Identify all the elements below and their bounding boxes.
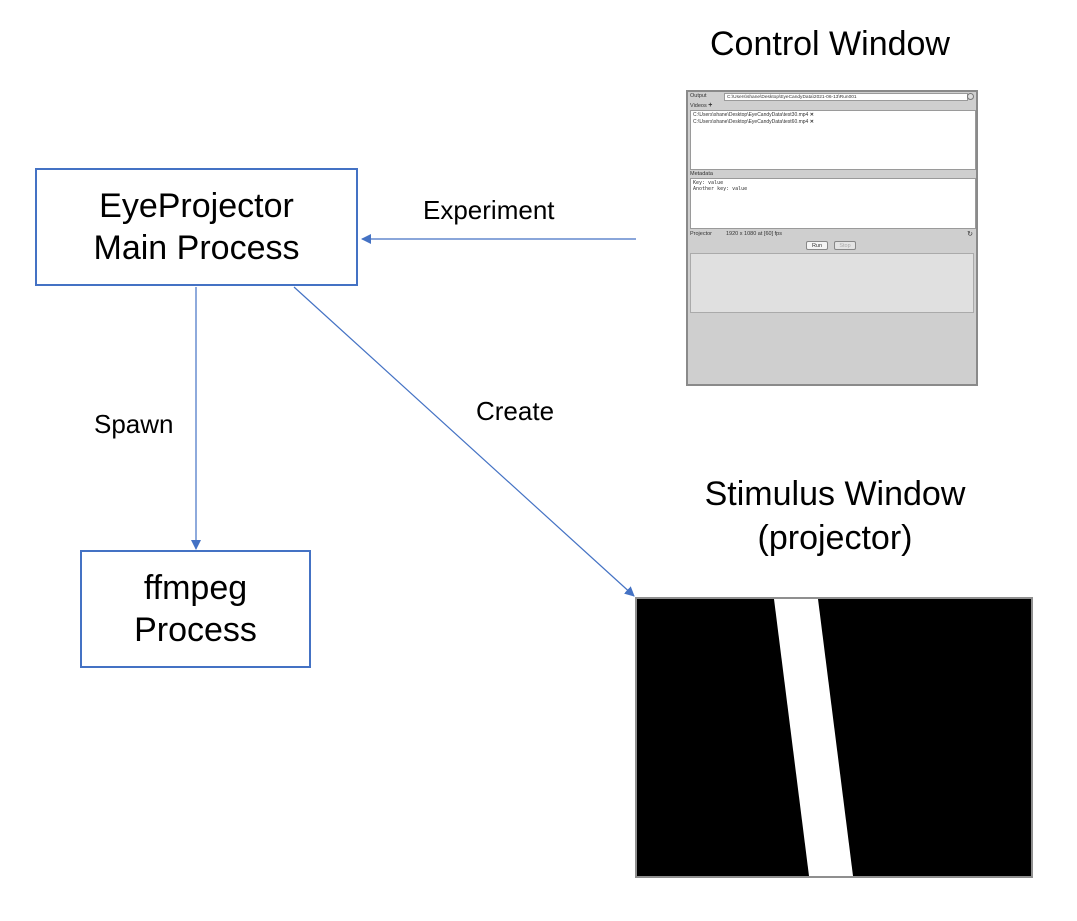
clear-icon[interactable]	[967, 93, 974, 100]
control-window-title: Control Window	[710, 25, 950, 63]
videos-list: C:\Users\shane\Desktop\EyeCandyData\test…	[690, 110, 976, 170]
remove-video-icon[interactable]: ✕	[809, 119, 814, 125]
stimulus-window-title: Stimulus Window (projector)	[630, 472, 1040, 560]
main-process-node: EyeProjector Main Process	[35, 168, 358, 286]
create-label: Create	[476, 396, 555, 426]
stimulus-window	[635, 597, 1033, 878]
run-button[interactable]: Run	[806, 241, 828, 250]
experiment-label: Experiment	[423, 195, 555, 225]
create-arrow	[293, 286, 635, 597]
stimulus-canvas	[637, 599, 1031, 876]
stimulus-bar	[774, 599, 853, 876]
stimulus-title-line1: Stimulus Window	[704, 475, 966, 513]
projector-label: Projector	[690, 231, 713, 237]
ffmpeg-line1: ffmpeg	[143, 569, 248, 607]
add-video-icon[interactable]: +	[708, 102, 713, 109]
main-process-line1: EyeProjector	[99, 187, 294, 225]
output-label: Output	[690, 93, 707, 99]
output-path-value: C:\Users\shane\Desktop\EyeCandyData\2021…	[727, 95, 857, 100]
log-panel	[690, 253, 974, 313]
video-path: C:\Users\shane\Desktop\EyeCandyData\test…	[693, 112, 809, 118]
refresh-icon[interactable]: ↻	[967, 231, 973, 238]
video-item: C:\Users\shane\Desktop\EyeCandyData\test…	[693, 112, 973, 119]
output-path-field[interactable]: C:\Users\shane\Desktop\EyeCandyData\2021…	[724, 93, 968, 101]
remove-video-icon[interactable]: ✕	[809, 112, 814, 118]
metadata-textarea[interactable]: Key: value Another key: value	[690, 178, 976, 229]
videos-label-text: Videos	[690, 103, 707, 109]
metadata-line: Another key: value	[693, 186, 748, 192]
metadata-label: Metadata	[690, 171, 713, 177]
spawn-label: Spawn	[94, 409, 174, 439]
ffmpeg-line2: Process	[134, 611, 257, 649]
metadata-line: Key: value	[693, 180, 724, 186]
projector-info: 1920 x 1080 at [60] fps	[726, 231, 782, 237]
video-item: C:\Users\shane\Desktop\EyeCandyData\test…	[693, 119, 973, 126]
control-window: Output C:\Users\shane\Desktop\EyeCandyDa…	[686, 90, 978, 386]
video-path: C:\Users\shane\Desktop\EyeCandyData\test…	[693, 119, 809, 125]
ffmpeg-node: ffmpeg Process	[80, 550, 311, 668]
stop-button[interactable]: Stop	[834, 241, 856, 250]
videos-label: Videos +	[690, 102, 712, 109]
stimulus-title-line2: (projector)	[757, 519, 913, 557]
main-process-line2: Main Process	[93, 229, 300, 267]
